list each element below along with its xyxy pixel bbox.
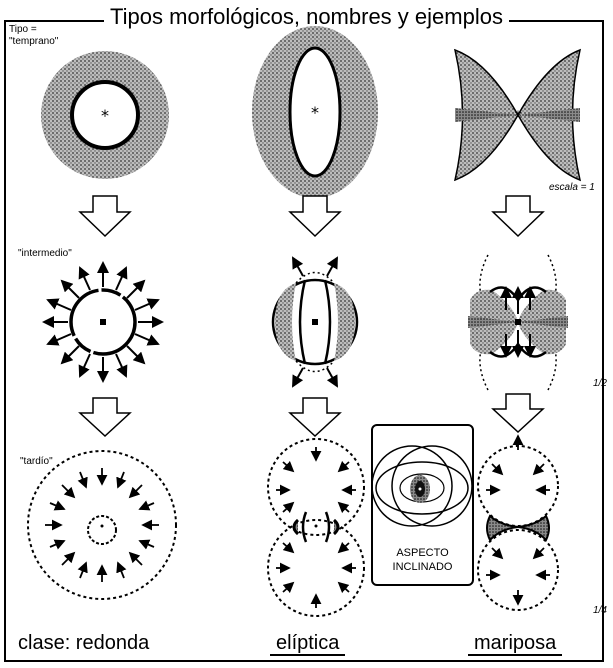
late-round-nebula	[28, 451, 176, 599]
early-round-nebula: *	[41, 51, 169, 179]
intermediate-elliptical-nebula	[273, 258, 357, 386]
transition-arrow-1-eliptica	[290, 196, 340, 236]
class-label-redonda: clase: redonda	[18, 630, 149, 656]
transition-arrow-2-eliptica	[290, 398, 340, 436]
scale-label-3: 1/4	[593, 605, 607, 616]
class-label-mariposa: mariposa	[468, 630, 562, 656]
svg-text:*: *	[515, 109, 522, 125]
svg-text:*: *	[101, 106, 109, 125]
transition-arrow-2-mariposa	[493, 394, 543, 432]
intermedio-label: "intermedio"	[18, 248, 72, 260]
transition-arrow-2-redonda	[80, 398, 130, 436]
class-label-eliptica: elíptica	[270, 630, 345, 656]
late-elliptical-nebula	[268, 439, 364, 616]
early-elliptical-nebula: *	[252, 26, 378, 198]
early-butterfly-nebula: *	[455, 50, 580, 180]
intermediate-butterfly-nebula	[468, 255, 568, 390]
late-butterfly-nebula	[478, 436, 558, 610]
inclined-aspect-label: ASPECTO INCLINADO	[371, 546, 474, 574]
scale-label-2: 1/2	[593, 378, 607, 389]
svg-text:*: *	[311, 103, 319, 122]
intermediate-round-nebula	[44, 263, 162, 381]
scale-label-1: escala = 1	[549, 182, 595, 193]
transition-arrow-1-redonda	[80, 196, 130, 236]
tardio-label: "tardío"	[20, 456, 53, 468]
transition-arrow-1-mariposa	[493, 196, 543, 236]
tipo-label: Tipo = "temprano"	[9, 24, 58, 48]
